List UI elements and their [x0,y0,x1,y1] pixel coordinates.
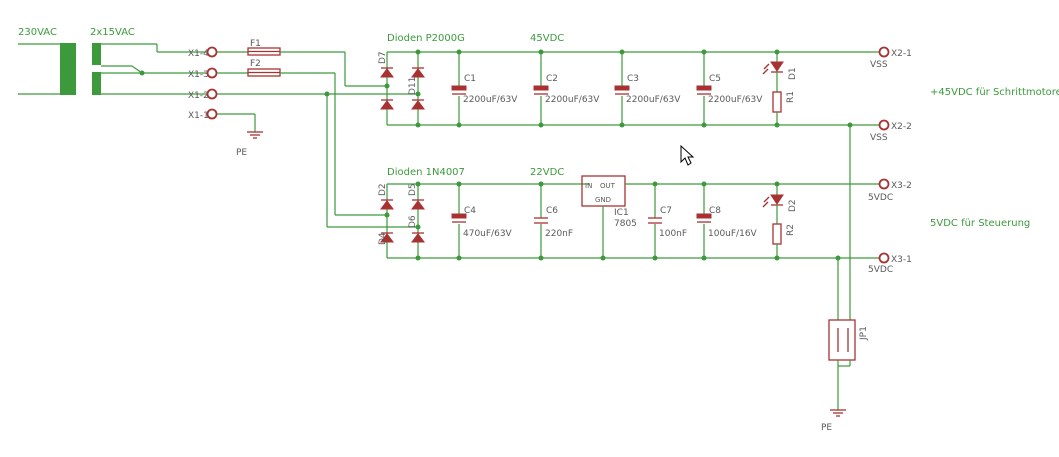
pad-x3-2 [878,178,890,190]
label-x1-1: X1-1 [188,111,209,121]
label-c1-value: 2200uF/63V [463,95,518,105]
label-d5: D5 [408,183,418,196]
label-f1: F1 [250,39,261,49]
label-230vac: 230VAC [18,27,57,38]
label-c3: C3 [627,74,639,84]
voltage-regulator-ic1 [581,175,880,258]
label-pe-2: PE [821,423,832,433]
diode-d6 [411,232,425,243]
label-x2-2: X2-2 [891,122,912,132]
transformer [18,43,207,95]
label-c6: C6 [546,206,558,216]
label-2x15vac: 2x15VAC [90,27,135,38]
label-r1: R1 [786,91,796,103]
label-ic-in: IN [585,182,592,190]
label-jp1: JP1 [859,326,869,341]
label-f2: F2 [250,59,261,69]
diode-d9 [380,99,394,110]
label-vss-2: VSS [870,133,888,143]
capacitor-c5 [696,52,712,125]
pad-x3-1 [878,252,890,264]
label-c7-value: 100nF [659,229,687,239]
label-c8-value: 100uF/16V [708,229,758,239]
label-led-d1: D1 [788,67,798,80]
label-c6-value: 220nF [545,229,573,239]
label-ic1: IC1 [614,208,629,218]
label-vss-1: VSS [870,60,888,70]
label-pe-1: PE [236,148,247,158]
label-ic-gnd: GND [595,196,611,204]
label-45vdc: 45VDC [530,33,564,44]
pad-x1-4 [206,46,218,58]
label-d11: D11 [408,77,418,95]
diode-d5 [411,199,425,210]
capacitor-c4 [451,184,467,258]
label-c2: C2 [546,74,558,84]
label-d4: D4 [378,232,388,245]
pad-x2-2 [878,119,890,131]
label-motor-supply: +45VDC für Schrittmotoren [930,87,1059,98]
diode-d11 [411,67,425,78]
label-x3-2: X3-2 [891,181,912,191]
capacitor-c2 [533,52,549,125]
resistor-r2 [772,205,782,258]
led-d1 [762,52,784,75]
pad-x1-3 [206,67,218,79]
resistor-r1 [772,72,782,125]
diode-d10 [411,99,425,110]
label-led-d2: D2 [788,199,798,212]
label-x3-1: X3-1 [891,255,912,265]
label-x1-4: X1-4 [188,49,209,59]
label-c3-value: 2200uF/63V [626,95,681,105]
label-d6: D6 [408,215,418,228]
label-c8: C8 [709,206,721,216]
pad-x1-2 [206,88,218,100]
capacitor-c3 [614,52,630,125]
jumper-jp1 [828,319,856,361]
label-c1: C1 [464,74,476,84]
led-d2 [762,184,784,208]
diode-d4 [380,232,394,243]
label-5vdc-1: 5VDC [868,193,893,203]
mouse-pointer-icon [680,144,695,166]
label-x1-2: X1-2 [188,91,209,101]
label-d2: D2 [378,183,388,196]
label-x2-1: X2-1 [891,49,912,59]
label-c5: C5 [709,74,721,84]
label-d7: D7 [378,51,388,64]
capacitor-c1 [451,52,467,125]
diode-d7 [380,67,394,78]
label-c2-value: 2200uF/63V [545,95,600,105]
capacitor-c7 [648,184,662,258]
label-x1-3: X1-3 [188,70,209,80]
label-c4: C4 [464,206,476,216]
label-logic-supply: 5VDC für Steuerung [930,218,1030,229]
label-r2: R2 [786,224,796,236]
label-ic-out: OUT [600,182,616,190]
ground-symbol-2 [830,409,846,417]
capacitor-c8 [696,184,712,258]
label-ic1-value: 7805 [614,219,637,229]
diode-d2 [380,199,394,210]
pad-x2-1 [878,46,890,58]
label-dioden-p2000g: Dioden P2000G [387,33,465,44]
label-22vdc: 22VDC [530,167,564,178]
label-c4-value: 470uF/63V [463,229,513,239]
label-c7: C7 [660,206,672,216]
ground-symbol-1 [247,131,263,139]
label-5vdc-2: 5VDC [868,265,893,275]
label-c5-value: 2200uF/63V [708,95,763,105]
capacitor-c6 [534,184,548,258]
pad-x1-1 [206,108,218,120]
label-dioden-1n4007: Dioden 1N4007 [387,167,465,178]
